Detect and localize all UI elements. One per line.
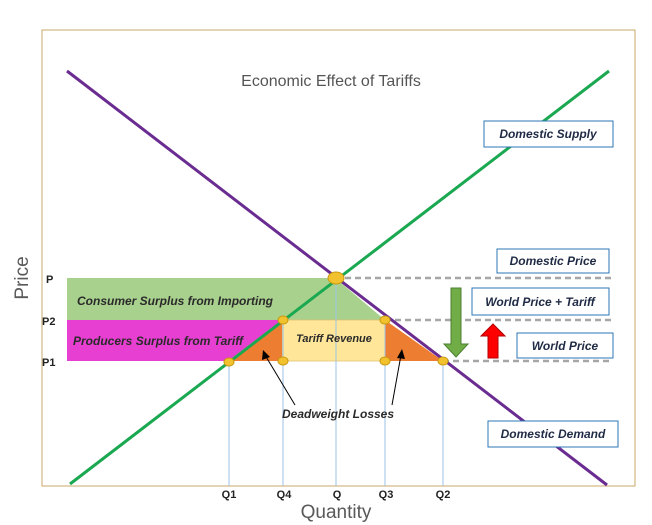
domestic-demand-box (487, 420, 619, 448)
producer-surplus-area (67, 320, 282, 361)
consumer-surplus-area (67, 278, 385, 320)
deadweight-arrow-right (391, 354, 402, 406)
x-axis-title: Quantity (301, 502, 372, 523)
deadweight-losses-label: Deadweight Losses (282, 407, 394, 421)
equilibrium-marker (327, 271, 345, 285)
domestic-price-label: Domestic Price (510, 254, 597, 268)
world-price-box (516, 332, 614, 359)
quantity-level-q2: Q2 (436, 489, 451, 501)
marker-q2 (437, 356, 449, 366)
price-level-p2: P2 (42, 316, 55, 328)
quantity-level-q4: Q4 (277, 489, 293, 501)
deadweight-arrowhead-left (262, 350, 270, 360)
marker-q4 (277, 315, 289, 325)
world-price-label: World Price (532, 339, 599, 353)
plot-frame (41, 29, 636, 487)
quantity-level-q3: Q3 (379, 489, 394, 501)
deadweight-arrowhead-right (397, 349, 405, 359)
domestic-supply-box (483, 120, 614, 148)
marker-q4-p1 (277, 356, 289, 366)
domestic-price-box (496, 248, 610, 274)
consumer-surplus-label: Consumer Surplus from Importing (77, 294, 274, 308)
quantity-level-q1: Q1 (222, 489, 237, 501)
price-level-p1: P1 (42, 357, 55, 369)
world-price-tariff-label: World Price + Tariff (485, 295, 595, 309)
marker-q3 (379, 315, 391, 325)
price-up-arrow-icon (479, 323, 507, 359)
world-price-tariff-box (471, 287, 610, 316)
marker-q1 (223, 357, 235, 367)
tariff-revenue-label: Tariff Revenue (296, 333, 372, 345)
marker-q3-p1 (379, 356, 391, 366)
deadweight-loss-right (385, 320, 443, 361)
y-axis-title: Price (12, 256, 33, 299)
price-down-arrow-icon (442, 287, 470, 358)
deadweight-arrow-left (264, 354, 296, 406)
price-level-p: P (46, 274, 53, 286)
domestic-supply-label: Domestic Supply (499, 127, 598, 141)
producer-surplus-label: Producers Surplus from Tariff (73, 334, 244, 348)
quantity-level-q: Q (333, 489, 342, 501)
domestic-demand-label: Domestic Demand (501, 427, 606, 441)
diagram-title: Economic Effect of Tariffs (241, 73, 421, 90)
